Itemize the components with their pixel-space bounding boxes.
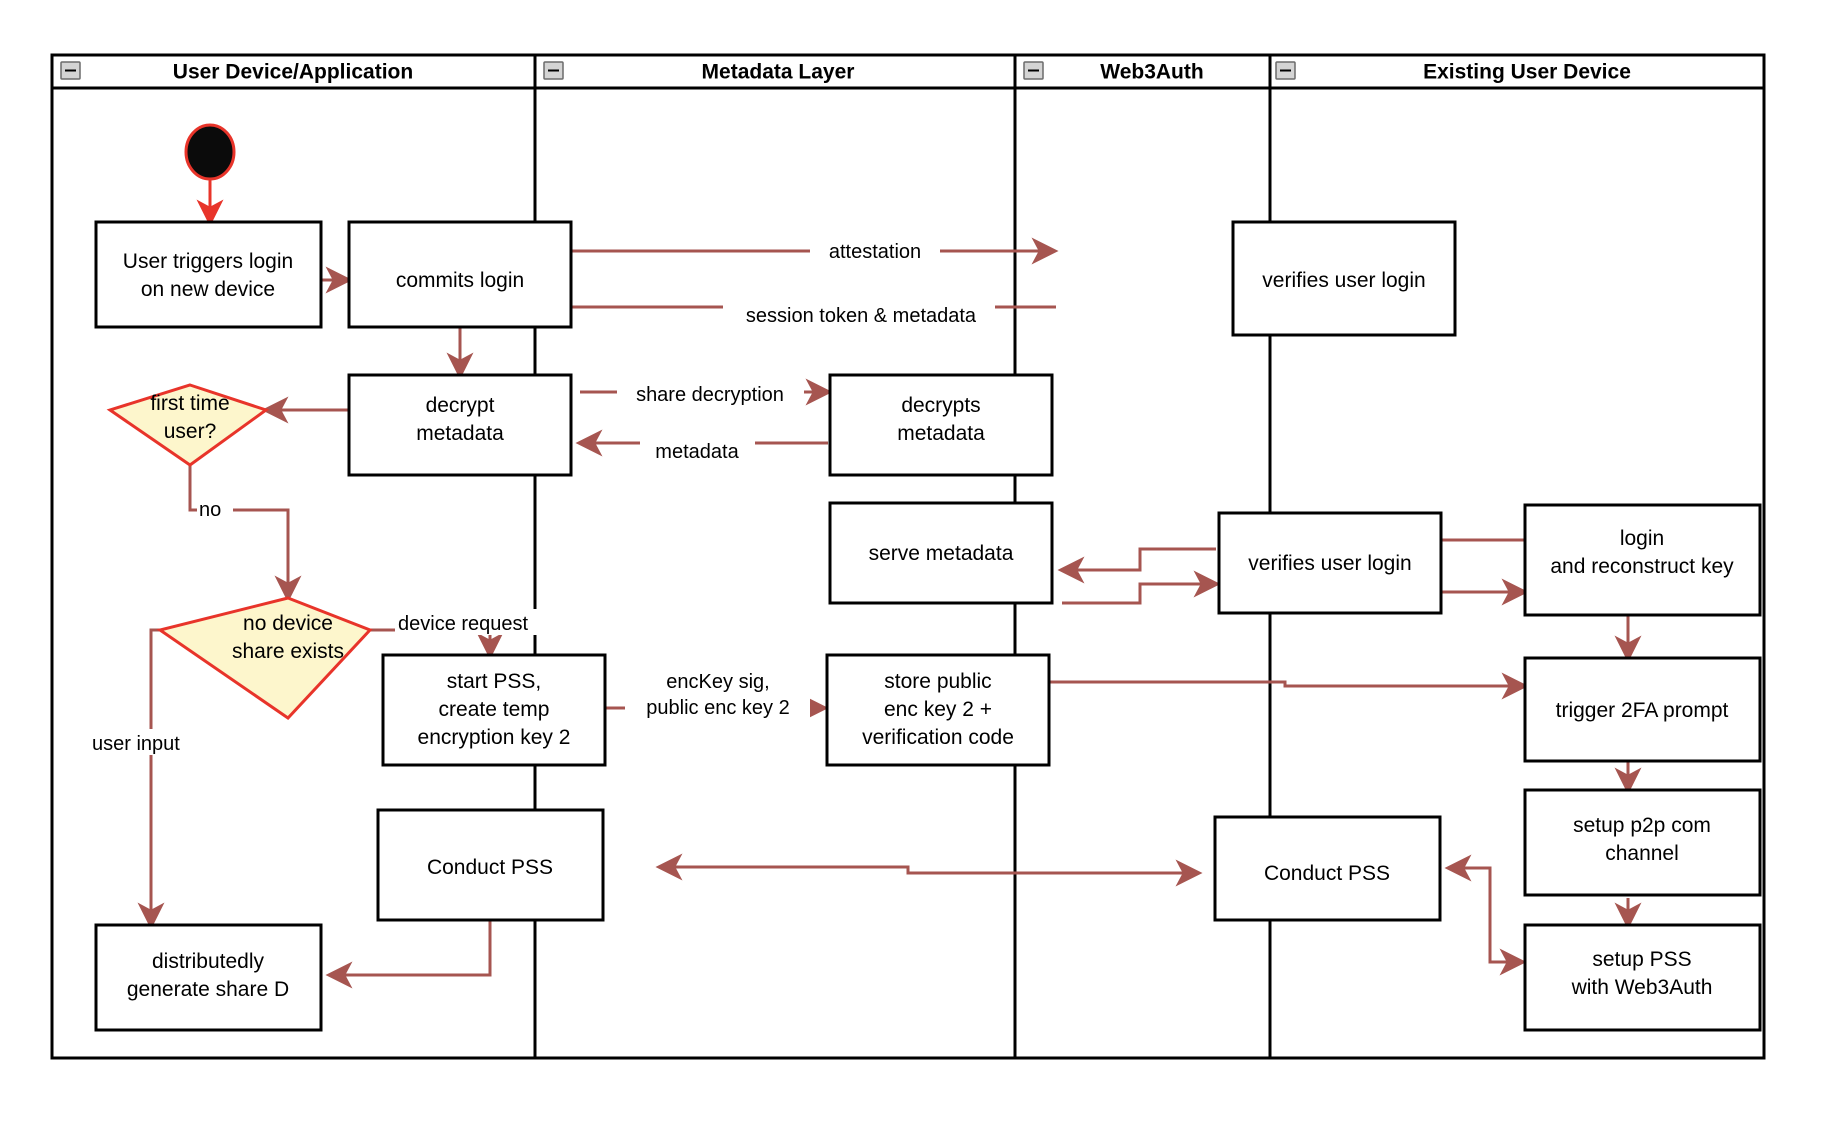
- decision-label: first time: [150, 392, 229, 415]
- lane-header-metadata-layer[interactable]: Metadata Layer: [543, 61, 855, 84]
- edge-label: session token & metadata: [746, 305, 977, 327]
- action-conduct-pss-user[interactable]: Conduct PSS: [376, 808, 605, 922]
- action-label: generate share D: [127, 978, 289, 1001]
- action-label: enc key 2 +: [884, 698, 992, 721]
- action-label: trigger 2FA prompt: [1556, 699, 1729, 722]
- action-label: metadata: [416, 422, 504, 445]
- action-verifies-user-login-2[interactable]: verifies user login: [1217, 511, 1443, 615]
- action-label: on new device: [141, 278, 275, 301]
- action-label: distributedly: [152, 950, 265, 973]
- action-label: with Web3Auth: [1571, 976, 1713, 999]
- flow-store-key-to-trigger-2fa: [902, 672, 1529, 700]
- action-store-public-enc-key[interactable]: store public enc key 2 + verification co…: [825, 653, 1051, 767]
- edge-label-no: no: [197, 495, 233, 521]
- flow-user-input-to-generate-share-d: [137, 628, 165, 930]
- action-label: start PSS,: [447, 670, 542, 693]
- action-label: commits login: [396, 269, 524, 292]
- flow-no-to-no-device-share: [188, 465, 302, 603]
- initial-node: [184, 123, 236, 181]
- action-trigger-2fa-prompt[interactable]: trigger 2FA prompt: [1523, 656, 1762, 763]
- edge-label: metadata: [655, 441, 739, 463]
- edge-label-device-request: device request: [395, 609, 560, 635]
- edge-label: device request: [398, 613, 529, 635]
- action-decrypt-metadata[interactable]: decrypt metadata: [347, 373, 573, 477]
- action-user-triggers-login[interactable]: User triggers login on new device: [94, 220, 323, 329]
- action-label: setup PSS: [1592, 948, 1691, 971]
- action-commits-login[interactable]: commits login: [347, 220, 573, 329]
- edge-label-attestation: attestation: [810, 236, 940, 263]
- edge-label: public enc key 2: [646, 697, 789, 719]
- flow-serve-metadata-to-verifies-login: [1062, 570, 1221, 605]
- decision-label: no device: [243, 612, 333, 635]
- edge-label: attestation: [829, 241, 921, 263]
- action-label: verifies user login: [1262, 269, 1425, 292]
- flow-conduct-pss-to-generate-share-d: [325, 920, 492, 989]
- edge-label: no: [199, 499, 221, 521]
- action-decrypts-metadata[interactable]: decrypts metadata: [828, 373, 1054, 477]
- action-label: and reconstruct key: [1550, 555, 1734, 578]
- lane-title-web3auth: Web3Auth: [1100, 61, 1203, 84]
- action-verifies-user-login-1[interactable]: verifies user login: [1231, 220, 1457, 337]
- action-label: login: [1620, 527, 1664, 550]
- action-serve-metadata[interactable]: serve metadata: [828, 501, 1054, 605]
- action-start-pss[interactable]: start PSS, create temp encryption key 2: [381, 653, 607, 767]
- action-label: channel: [1605, 842, 1679, 865]
- action-conduct-pss-web3auth[interactable]: Conduct PSS: [1213, 815, 1442, 922]
- edge-label-user-input: user input: [88, 729, 203, 755]
- action-label: setup p2p com: [1573, 814, 1711, 837]
- edge-label-metadata: metadata: [640, 435, 755, 463]
- lane-title-existing-user-device: Existing User Device: [1423, 61, 1631, 84]
- action-label: decrypt: [426, 394, 495, 417]
- action-label: Conduct PSS: [1264, 862, 1390, 885]
- lane-header-web3auth[interactable]: Web3Auth: [1023, 61, 1204, 84]
- decision-label: user?: [164, 420, 217, 443]
- edge-label: share decryption: [636, 384, 784, 406]
- action-label: store public: [884, 670, 991, 693]
- decision-label: share exists: [232, 640, 344, 663]
- action-label: User triggers login: [123, 250, 293, 273]
- action-label: encryption key 2: [418, 726, 571, 749]
- decision-no-device-share-exists[interactable]: no device share exists: [156, 596, 373, 720]
- flow-verifies-login-to-serve-metadata: [1057, 547, 1216, 584]
- action-label: decrypts: [901, 394, 980, 417]
- action-label: serve metadata: [869, 542, 1014, 565]
- decision-first-time-user[interactable]: first time user?: [106, 383, 270, 467]
- action-distributedly-generate-share-d[interactable]: distributedly generate share D: [94, 923, 323, 1032]
- lane-title-metadata-layer: Metadata Layer: [702, 61, 855, 84]
- lane-header-user-device-application[interactable]: User Device/Application: [60, 61, 413, 84]
- lane-header-existing-user-device[interactable]: Existing User Device: [1275, 61, 1631, 84]
- flow-conduct-pss-web3auth-to-setup-pss: [1449, 866, 1527, 976]
- action-label: create temp: [439, 698, 550, 721]
- edge-label-session-token: session token & metadata: [723, 299, 995, 327]
- edge-label: user input: [92, 733, 180, 755]
- action-login-and-reconstruct-key[interactable]: login and reconstruct key: [1523, 503, 1762, 617]
- action-label: metadata: [897, 422, 985, 445]
- action-label: verification code: [862, 726, 1014, 749]
- lane-title-user-device-application: User Device/Application: [173, 61, 413, 84]
- action-label: verifies user login: [1248, 552, 1411, 575]
- edge-label-share-decryption: share decryption: [617, 380, 804, 406]
- edge-label-enc-key-sig: encKey sig, public enc key 2: [625, 666, 810, 722]
- action-setup-p2p-com-channel[interactable]: setup p2p com channel: [1523, 788, 1762, 897]
- edge-label: encKey sig,: [666, 671, 769, 693]
- action-label: Conduct PSS: [427, 856, 553, 879]
- action-setup-pss-with-web3auth[interactable]: setup PSS with Web3Auth: [1523, 923, 1762, 1032]
